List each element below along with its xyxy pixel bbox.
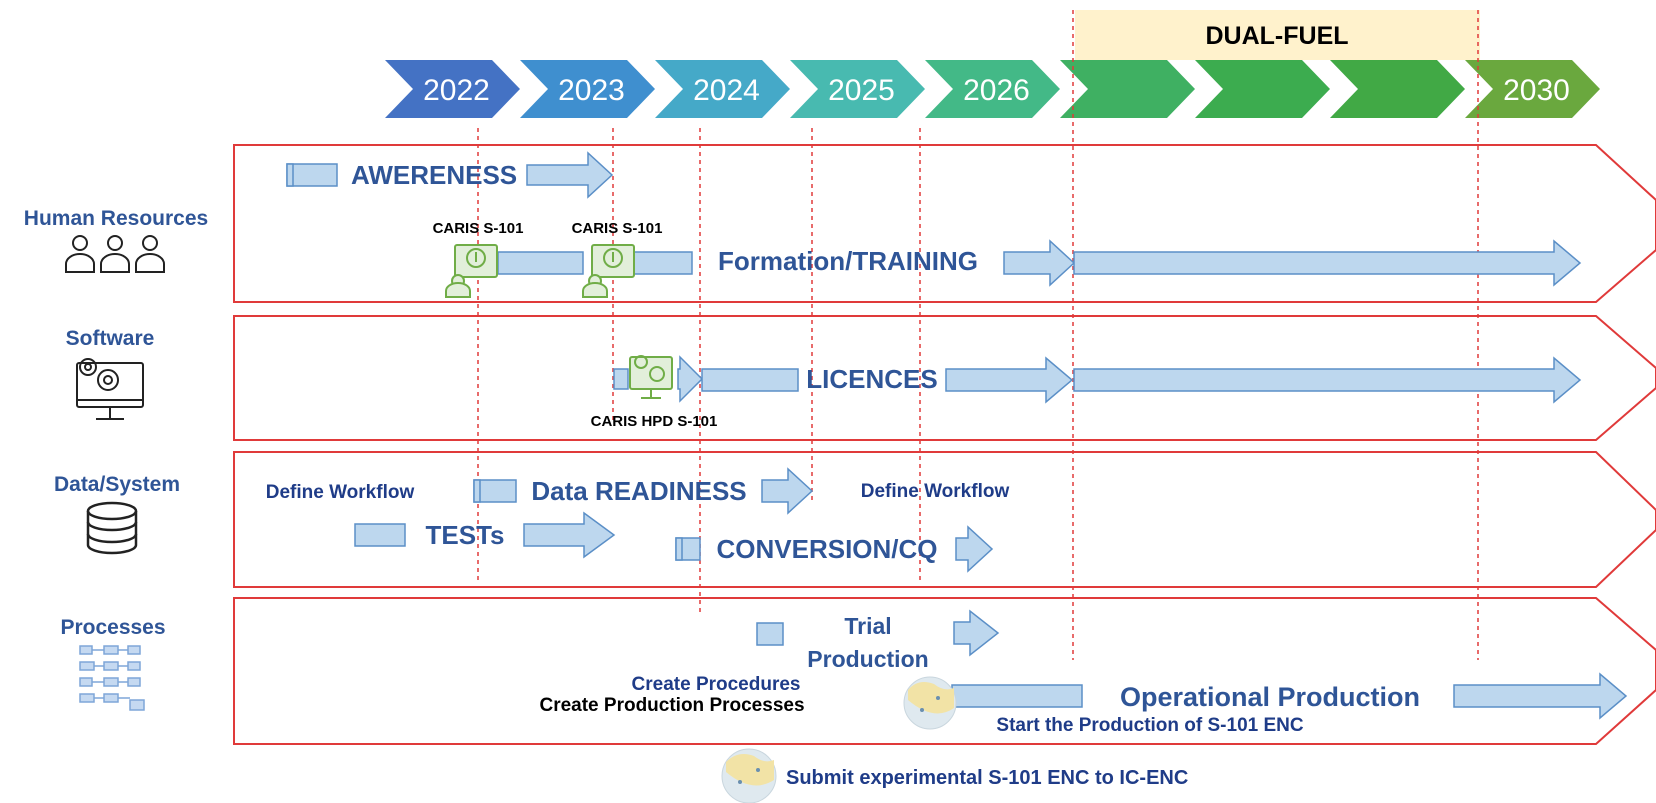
training-icon [445,244,498,298]
row-frame-software [233,315,1656,441]
licences-long-arrow [1073,356,1582,404]
timeline-chevron [1060,60,1195,118]
trial-start-bar [756,622,784,646]
category-software: Software [66,327,155,420]
timeline-chevron [1465,60,1600,118]
process-flow-icon [79,645,145,711]
timeline-year-label: 2030 [1503,74,1570,107]
software-license-icon [629,355,673,399]
operational-production-label: Operational Production [1120,682,1420,712]
computer-gears-icon [76,358,144,420]
timeline-chevron [520,60,655,118]
create-procedures-label: Create Procedures [632,674,801,695]
training-bar [497,251,584,275]
readiness-start-cap [473,479,481,503]
row-frames [233,144,1656,745]
operational-bar [951,684,1083,708]
trial-label: Trial [844,613,891,639]
timeline: 2022 2023 2024 2025 2026 2030 [385,60,1600,118]
awareness-start-bar [286,163,338,187]
training-icon [582,244,635,298]
category-human-resources: Human Resources [24,207,208,273]
dual-fuel-label: DUAL-FUEL [1205,22,1348,50]
timeline-chevron [385,60,520,118]
data-readiness-label: Data READINESS [531,476,746,506]
timeline-year-label: 2024 [693,74,760,107]
conversion-label: CONVERSION/CQ [716,534,937,564]
row-frame-data-system [233,451,1656,588]
licences-start-cap [613,368,629,390]
conversion-start-cap [675,537,683,561]
awareness-label: AWERENESS [351,160,517,190]
submit-enc-label: Submit experimental S-101 ENC to IC-ENC [786,767,1188,789]
category-data-system: Data/System [54,473,180,555]
database-icon [86,501,138,555]
create-processes-label: Create Production Processes [539,695,804,716]
timeline-chevron [790,60,925,118]
training-arrow [1003,239,1076,287]
category-label: Processes [60,616,165,639]
category-processes: Processes [60,616,166,711]
timeline-chevron [925,60,1060,118]
trial-production-label: Production [807,646,928,672]
conversion-arrow [955,525,994,573]
timeline-year-label: 2023 [558,74,625,107]
define-workflow-label: Define Workflow [266,482,415,503]
activity-arrows [286,151,1628,720]
tests-arrow [523,511,616,559]
category-label: Software [66,327,155,350]
training-bar [633,251,693,275]
define-workflow-label: Define Workflow [861,481,1010,502]
caris-label: CARIS S-101 [572,220,663,237]
enc-chart-thumbnail [903,676,957,730]
timeline-year-label: 2025 [828,74,895,107]
training-label: Formation/TRAINING [718,246,978,276]
operational-arrow [1453,672,1628,720]
timeline-chevron [1195,60,1330,118]
timeline-chevron [655,60,790,118]
start-production-label: Start the Production of S-101 ENC [996,715,1303,736]
licences-bar [701,368,799,392]
trial-arrow [953,609,1000,657]
readiness-arrow [761,467,814,515]
tests-start-bar [354,523,406,547]
licences-arrow [945,356,1074,404]
activity-labels: AWERENESS CARIS S-101 CARIS S-101 Format… [266,160,1420,789]
tests-label: TESTs [426,520,505,550]
caris-label: CARIS S-101 [433,220,524,237]
licences-small-arrow [677,355,704,403]
dual-fuel-banner [1075,10,1480,60]
row-frame-human-resources [233,144,1656,303]
timeline-chevron [1330,60,1465,118]
licences-label: LICENCES [806,364,937,394]
year-guides [477,10,1479,660]
awareness-start-cap [286,163,294,187]
category-label: Human Resources [24,207,208,230]
row-frame-processes [233,597,1656,745]
timeline-year-label: 2022 [423,74,490,107]
caris-hpd-label: CARIS HPD S-101 [591,413,718,430]
people-icon [65,235,165,273]
enc-chart-thumbnail [721,748,777,803]
category-label: Data/System [54,473,180,496]
timeline-year-label: 2026 [963,74,1030,107]
awareness-arrow [526,151,614,199]
training-long-arrow [1073,239,1582,287]
